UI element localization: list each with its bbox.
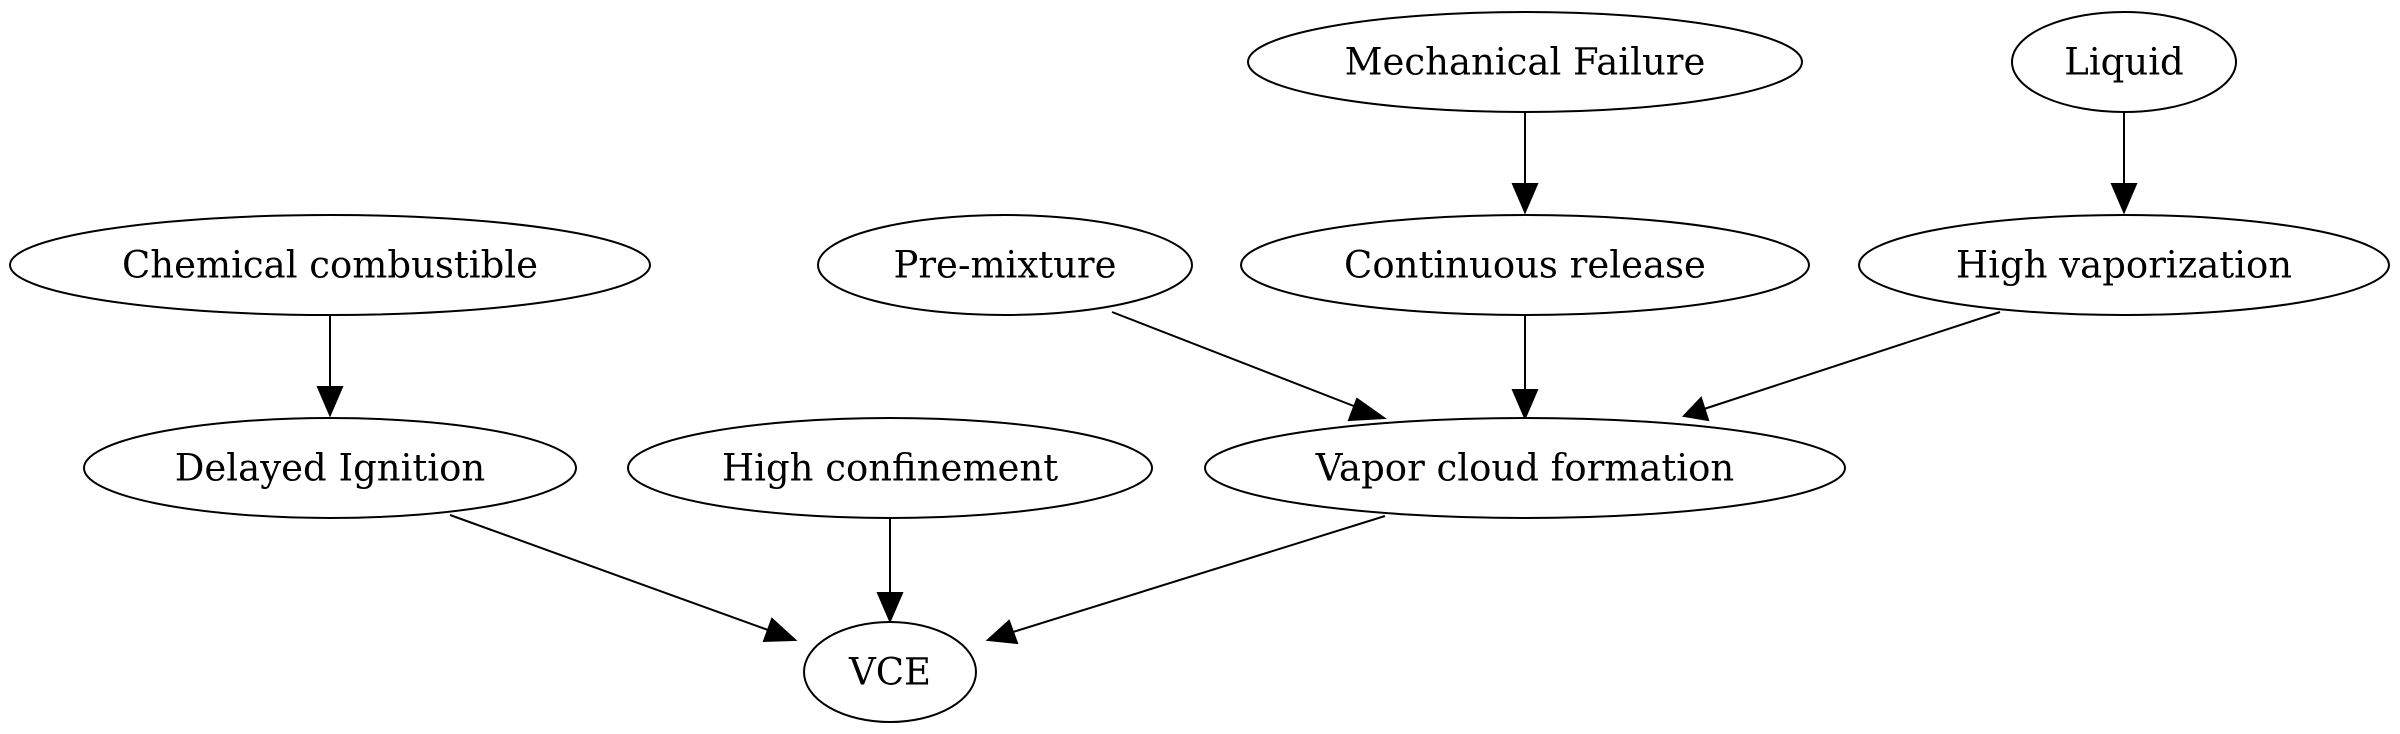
node-label: VCE: [848, 651, 931, 694]
node-chemical-combustible: Chemical combustible: [9, 214, 651, 316]
edge-high-confinement-to-vce: [876, 518, 904, 624]
edge-liquid-to-high-vaporization: [2110, 112, 2138, 215]
edge-continuous-release-to-vapor-cloud-formation: [1511, 315, 1539, 421]
node-label: High confinement: [722, 447, 1058, 490]
edge-pre-mixture-to-vapor-cloud-formation: [1111, 311, 1387, 422]
node-pre-mixture: Pre-mixture: [817, 214, 1193, 316]
node-vce: VCE: [803, 621, 977, 723]
edge-high-vaporization-to-vapor-cloud-formation: [1681, 311, 2001, 422]
node-label: Liquid: [2064, 41, 2183, 84]
node-label: Pre-mixture: [893, 244, 1116, 287]
node-high-vaporization: High vaporization: [1858, 214, 2390, 316]
node-label: Vapor cloud formation: [1315, 447, 1735, 490]
node-vapor-cloud-formation: Vapor cloud formation: [1204, 417, 1846, 519]
edge-delayed-ignition-to-vce: [449, 514, 798, 643]
node-mechanical-failure: Mechanical Failure: [1247, 11, 1803, 113]
node-liquid: Liquid: [2011, 11, 2237, 113]
edge-mechanical-failure-to-continuous-release: [1511, 112, 1539, 215]
node-label: Delayed Ignition: [175, 447, 485, 490]
edge-vapor-cloud-formation-to-vce: [985, 515, 1386, 645]
node-high-confinement: High confinement: [627, 417, 1153, 519]
node-delayed-ignition: Delayed Ignition: [83, 417, 577, 519]
node-continuous-release: Continuous release: [1240, 214, 1810, 316]
edges: [316, 112, 2138, 645]
node-label: Chemical combustible: [122, 244, 538, 287]
node-label: Mechanical Failure: [1345, 41, 1706, 84]
node-label: High vaporization: [1956, 244, 2292, 287]
node-label: Continuous release: [1344, 244, 1706, 287]
edge-chemical-combustible-to-delayed-ignition: [316, 315, 344, 418]
